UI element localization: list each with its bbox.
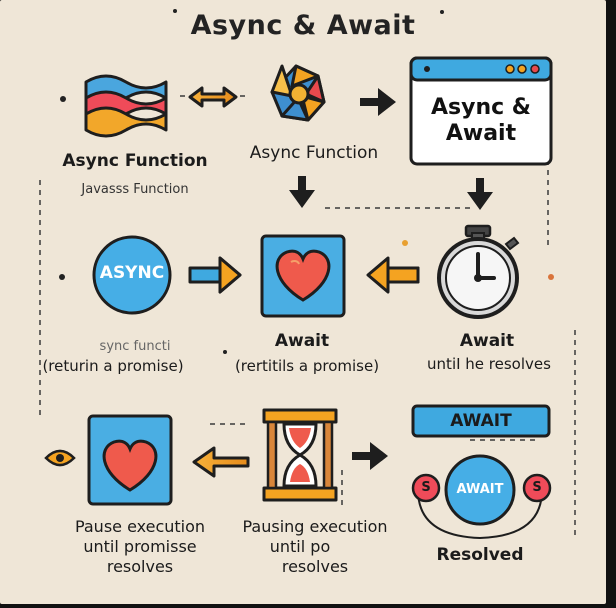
resolved-label: Resolved — [436, 545, 524, 565]
pause-execution-line1: Pause execution — [74, 517, 206, 536]
hourglass-icon — [262, 408, 338, 502]
arrow-right-icon — [352, 442, 388, 470]
await-label: Await — [274, 331, 330, 351]
dollar-icon: S — [532, 480, 542, 495]
pausing-execution-line1: Pausing execution — [242, 517, 388, 536]
arrow-down-icon — [289, 176, 315, 208]
connector-dots — [59, 9, 554, 354]
pause-execution-line3: resolves — [106, 557, 174, 576]
wave-stripes-icon — [84, 74, 168, 138]
arrow-left-icon — [366, 256, 420, 294]
double-arrow-icon — [188, 86, 238, 108]
knot-icon — [270, 64, 326, 122]
sync-function-label: sync functi — [99, 339, 171, 354]
async-circle-badge — [92, 235, 172, 315]
diagram-graphics — [39, 9, 576, 540]
await-pill-shape — [411, 404, 551, 438]
await-pill-text: AWAIT — [450, 411, 512, 431]
until-resolves-label: untiI he resolves — [427, 355, 551, 373]
eye-icon — [44, 449, 76, 467]
diagram-canvas: Async & Await Async Function Javasss Fun… — [0, 0, 606, 604]
stopwatch-icon — [437, 224, 520, 319]
dollar-icon: S — [421, 480, 431, 495]
javascript-function-label: Javasss Function — [81, 182, 189, 197]
heart-box-icon — [87, 414, 173, 506]
arrow-down-icon — [467, 178, 493, 210]
dashed-connectors — [39, 95, 576, 540]
browser-window-icon — [409, 56, 553, 166]
arrow-right-icon — [188, 256, 242, 294]
pausing-execution-line3: resolves — [281, 557, 349, 576]
resolved-cluster — [411, 454, 552, 540]
arrow-right-icon — [360, 88, 396, 116]
window-title-line1: Async & — [430, 95, 531, 120]
pause-execution-line2: until promisse — [83, 537, 197, 556]
async-function-label-middle: Async Function — [249, 143, 379, 163]
async-function-label: Async Function — [62, 151, 208, 171]
window-title-line2: Await — [445, 121, 517, 146]
pausing-execution-line2: until po — [269, 537, 331, 556]
heart-box-icon — [260, 234, 346, 318]
await-badge-text: AWAIT — [456, 482, 504, 497]
returns-promise-label: (returin a promise) — [42, 357, 184, 375]
await-label-right: Await — [459, 331, 515, 351]
diagram-title: Async & Await — [190, 10, 416, 41]
returns-promise-label-2: (rertitils a promise) — [234, 357, 380, 375]
async-badge-text: ASYNC — [99, 263, 165, 283]
arrow-left-icon — [192, 446, 250, 478]
